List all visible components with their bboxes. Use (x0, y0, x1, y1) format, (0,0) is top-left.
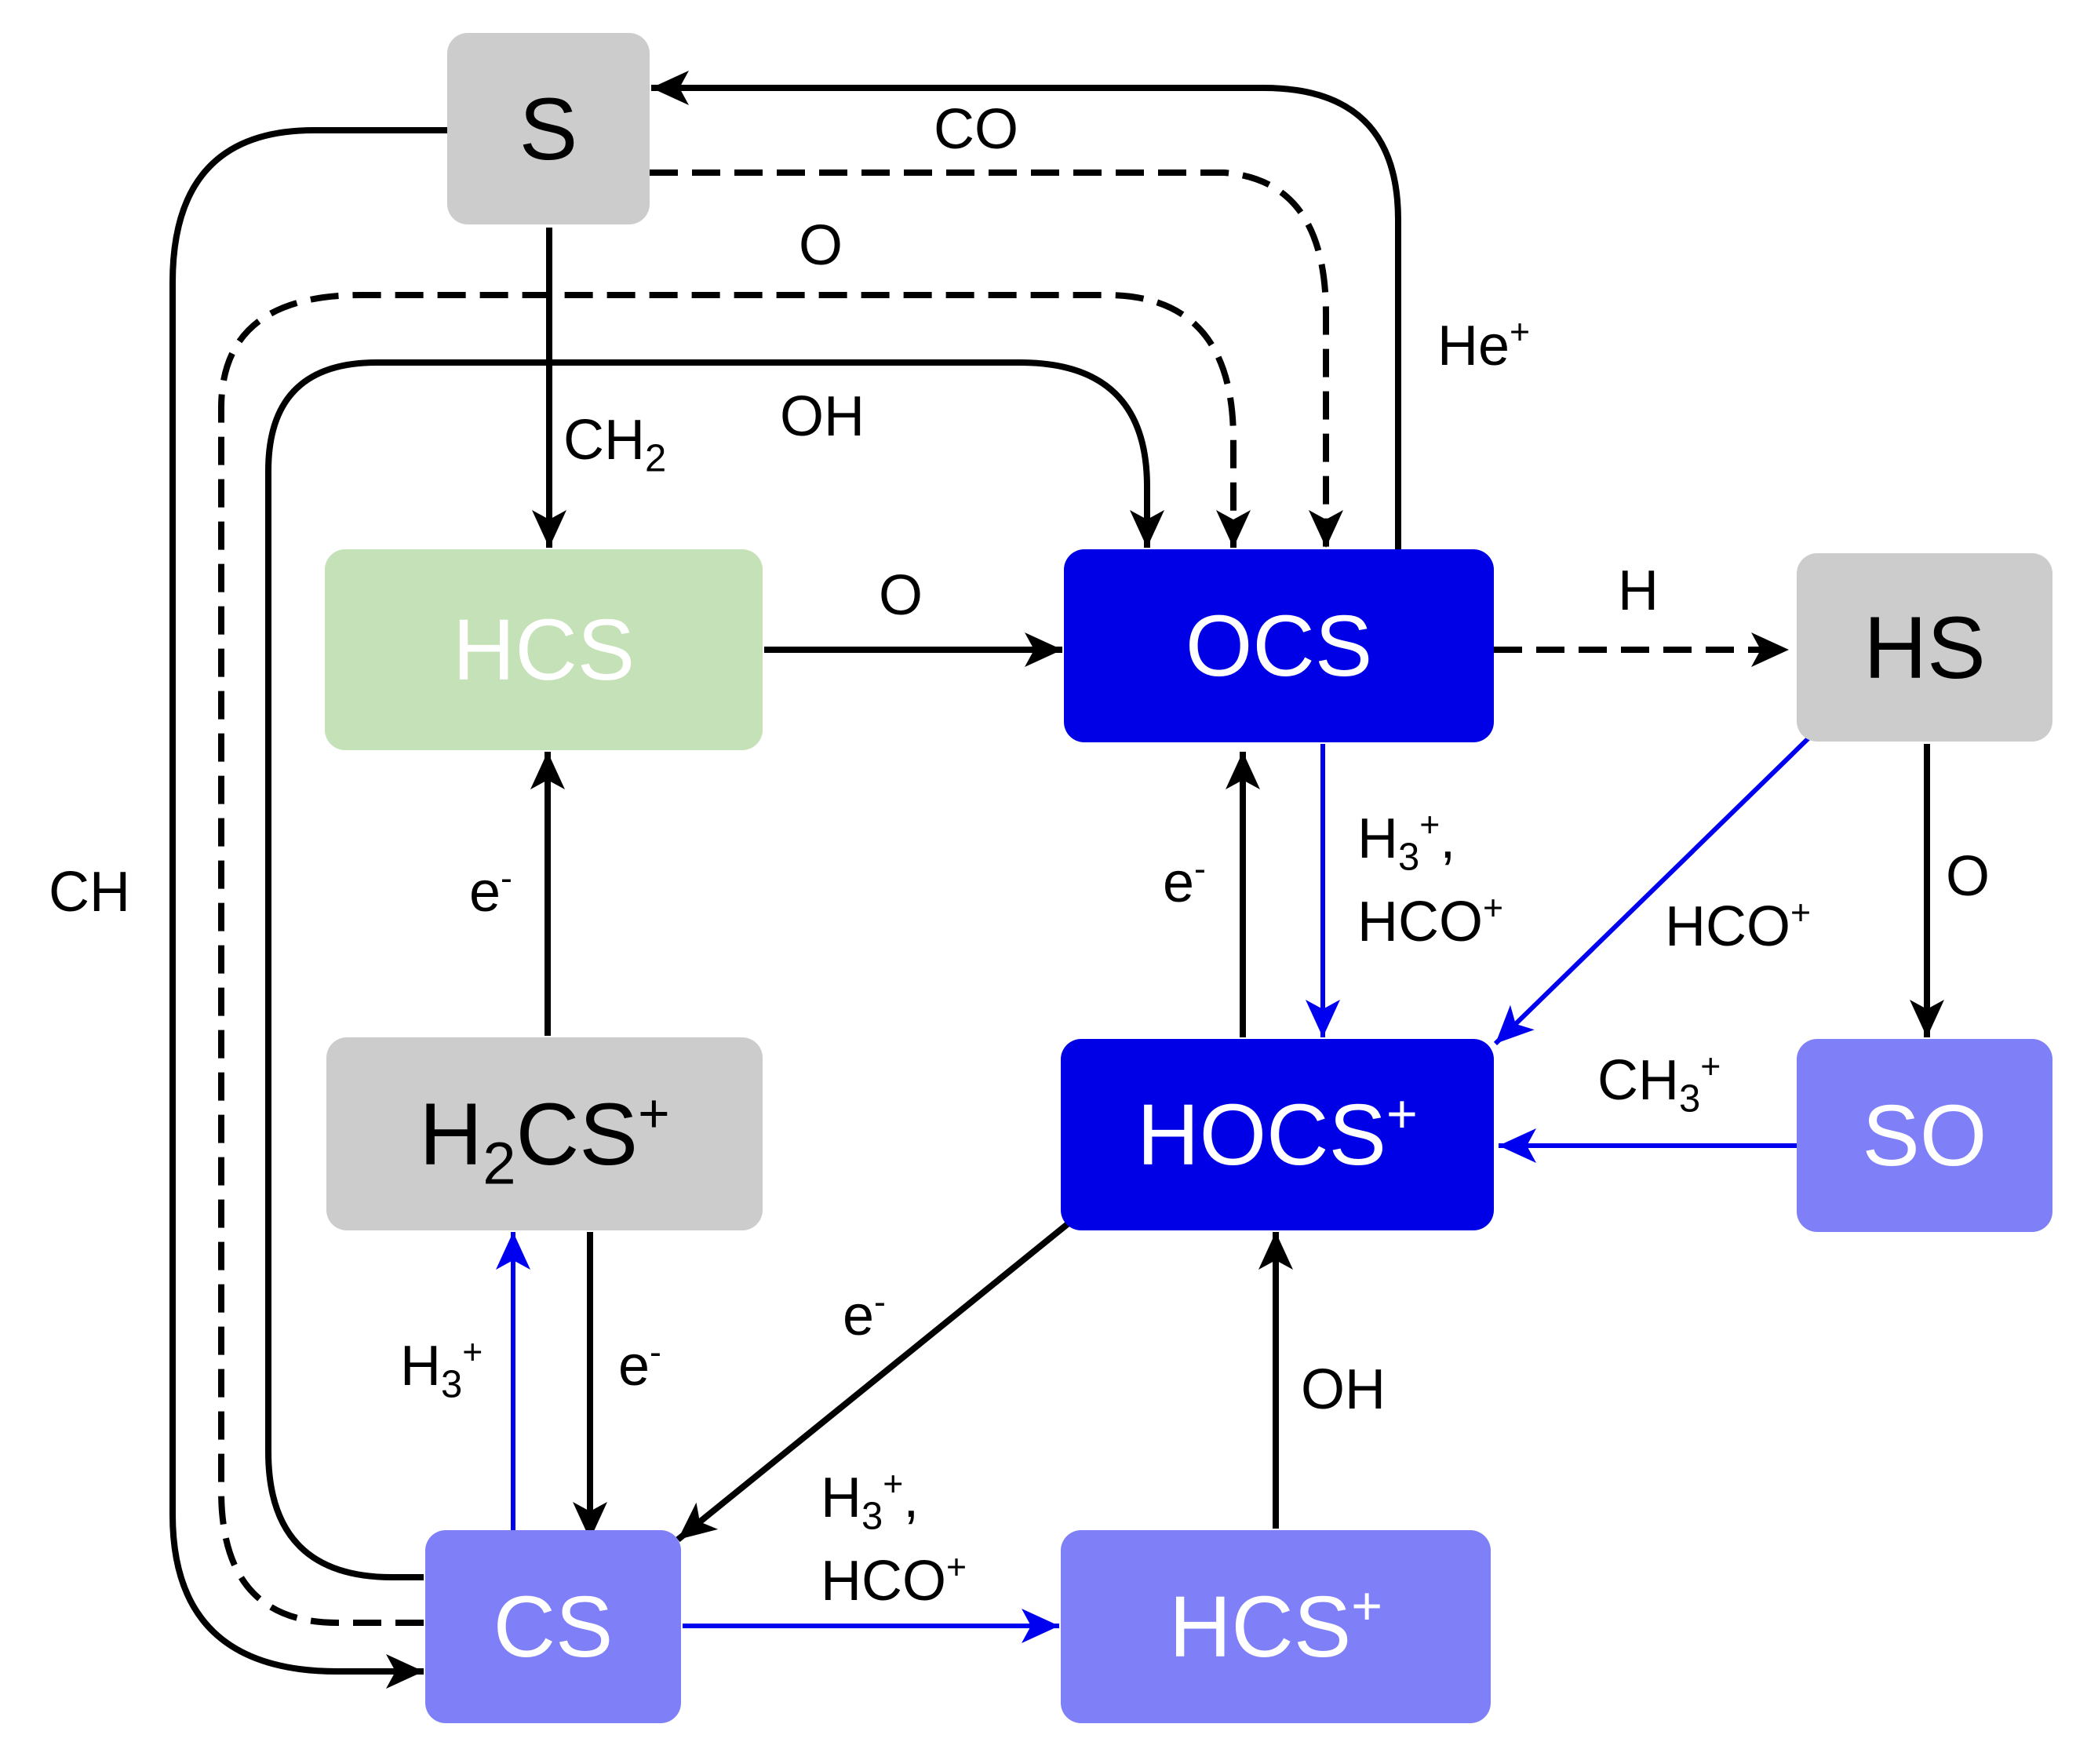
node-hs: HS (1797, 553, 2052, 742)
arrow-cs-to-ocs-oh (265, 359, 1164, 1580)
node-so: SO (1797, 1039, 2052, 1232)
node-s-label: S (519, 79, 578, 178)
arrow-ocs-to-s (651, 71, 1401, 549)
arrow-s-to-cs-ch (169, 127, 447, 1689)
label-h3-hco-right-line1: H3+, (1357, 806, 1456, 879)
node-h2cs-plus-label: H2CS+ (419, 1081, 670, 1197)
label-e-left: e- (469, 859, 512, 924)
arrow-s-to-ocs-co (650, 169, 1343, 548)
label-ch3-plus: CH3+ (1597, 1048, 1721, 1121)
label-oh-top: OH (780, 385, 865, 448)
label-h3-cs: H3+ (400, 1333, 483, 1406)
label-h3-hco-bottom: H3+, HCO+ (821, 1456, 967, 1623)
node-hcs: HCS (325, 549, 763, 750)
label-ch2: CH2 (563, 409, 667, 480)
label-o-mid: O (879, 564, 923, 627)
node-cs-label: CS (493, 1578, 614, 1675)
label-h3-hco-bottom-line1: H3+, (821, 1465, 920, 1538)
label-e-ocs: e- (1163, 850, 1206, 914)
label-ch: CH (49, 861, 130, 924)
node-hocs-plus-label: HOCS+ (1137, 1084, 1418, 1183)
node-h2cs-plus: H2CS+ (326, 1037, 763, 1230)
label-co: CO (934, 98, 1018, 161)
label-e-cs: e- (618, 1333, 661, 1398)
node-ocs-label: OCS (1185, 597, 1373, 694)
arrow-hocs-to-cs (676, 1216, 1076, 1543)
label-hco-hs: HCO+ (1665, 894, 1812, 958)
arrow-cs-to-ocs-o (218, 292, 1251, 1626)
node-hcs-plus: HCS+ (1061, 1530, 1491, 1723)
label-o-top: O (799, 214, 843, 277)
node-hcs-label: HCS (452, 601, 636, 698)
label-h: H (1618, 559, 1659, 622)
label-oh-bottom: OH (1301, 1358, 1386, 1421)
label-o-right: O (1946, 845, 1990, 908)
node-hs-label: HS (1863, 598, 1986, 697)
node-cs: CS (425, 1530, 681, 1723)
arrow-hs-to-hocs (1493, 731, 1816, 1046)
node-hocs-plus: HOCS+ (1061, 1039, 1494, 1230)
label-h3-hco-right-line2: HCO+ (1357, 889, 1504, 953)
node-s: S (447, 33, 650, 224)
label-h3-hco-bottom-line2: HCO+ (821, 1548, 967, 1613)
label-he-plus: He+ (1437, 313, 1531, 377)
label-h3-hco-right: H3+, HCO+ (1357, 797, 1503, 964)
label-e-diag: e- (843, 1283, 886, 1347)
node-so-label: SO (1862, 1087, 1987, 1184)
node-ocs: OCS (1064, 549, 1494, 742)
node-hcs-plus-label: HCS+ (1168, 1576, 1383, 1675)
